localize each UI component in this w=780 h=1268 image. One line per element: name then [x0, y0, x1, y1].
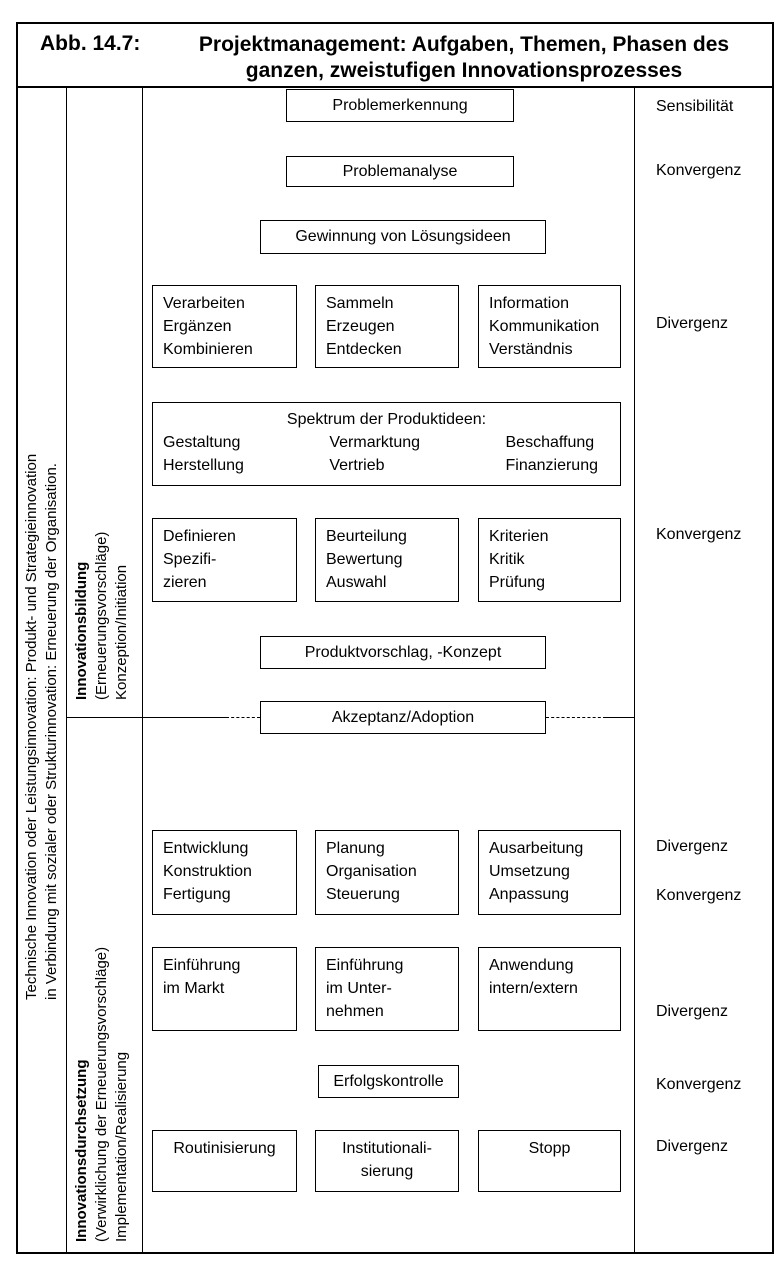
- phase2-title: Innovationsdurchsetzung: [73, 1059, 90, 1242]
- outer-line-2: in Verbindung mit sozialer oder Struktur…: [43, 463, 60, 1000]
- box-institutionalisierung: Institutionali-sierung: [315, 1130, 459, 1192]
- phase-separator-dash-right: [546, 717, 606, 718]
- divider-left-outer: [66, 88, 67, 1254]
- label-divergenz-3: Divergenz: [656, 1003, 729, 1020]
- phase2-label: Innovationsdurchsetzung (Verwirklichung …: [72, 947, 132, 1242]
- outer-line-1: Technische Innovation oder Leistungsinno…: [23, 453, 40, 1000]
- label-konvergenz-1: Konvergenz: [656, 162, 742, 179]
- figure-label: Abb. 14.7:: [40, 32, 141, 55]
- phase-separator-right: [606, 717, 634, 718]
- phase2-sub2: Implementation/Realisierung: [113, 1051, 130, 1242]
- box-stopp: Stopp: [478, 1130, 621, 1192]
- figure-title-text: Projektmanagement: Aufgaben, Themen, Pha…: [198, 33, 730, 82]
- phase1-title: Innovationsbildung: [73, 561, 90, 700]
- divider-right: [634, 88, 635, 1254]
- label-sensibilitaet: Sensibilität: [656, 98, 734, 115]
- label-divergenz-2: Divergenz: [656, 838, 729, 855]
- step-erfolgskontrolle: Erfolgskontrolle: [318, 1065, 459, 1098]
- label-konvergenz-3: Konvergenz: [656, 887, 742, 904]
- step-akzeptanz: Akzeptanz/Adoption: [260, 701, 546, 734]
- phase1-sub1: (Erneuerungsvorschläge): [93, 531, 110, 700]
- step-problemanalyse: Problemanalyse: [286, 156, 514, 187]
- phase-separator-dash-left: [226, 717, 260, 718]
- divider-left-phase: [142, 88, 143, 1254]
- phase1-sub2: Konzeption/Initiation: [113, 564, 130, 700]
- label-konvergenz-4: Konvergenz: [656, 1076, 742, 1093]
- phase1-label: Innovationsbildung (Erneuerungsvorschläg…: [72, 532, 132, 700]
- step-gewinnung: Gewinnung von Lösungsideen: [260, 220, 546, 254]
- box-routinisierung: Routinisierung: [152, 1130, 297, 1192]
- spektrum-title: Spektrum der Produktideen:: [286, 411, 487, 428]
- figure-title: Abb. 14.7: Projektmanagement: Aufgaben, …: [18, 24, 772, 88]
- label-divergenz-4: Divergenz: [656, 1138, 729, 1155]
- label-divergenz-1: Divergenz: [656, 315, 729, 332]
- outer-innovation-label: Technische Innovation oder Leistungsinno…: [22, 454, 62, 1000]
- label-konvergenz-2: Konvergenz: [656, 526, 742, 543]
- phase-separator-left: [66, 717, 226, 718]
- step-produktvorschlag: Produktvorschlag, -Konzept: [260, 636, 546, 669]
- figure-frame: [16, 22, 774, 1254]
- step-problemerkennung: Problemerkennung: [286, 89, 514, 122]
- phase2-sub1: (Verwirklichung der Erneuerungsvorschläg…: [93, 946, 110, 1242]
